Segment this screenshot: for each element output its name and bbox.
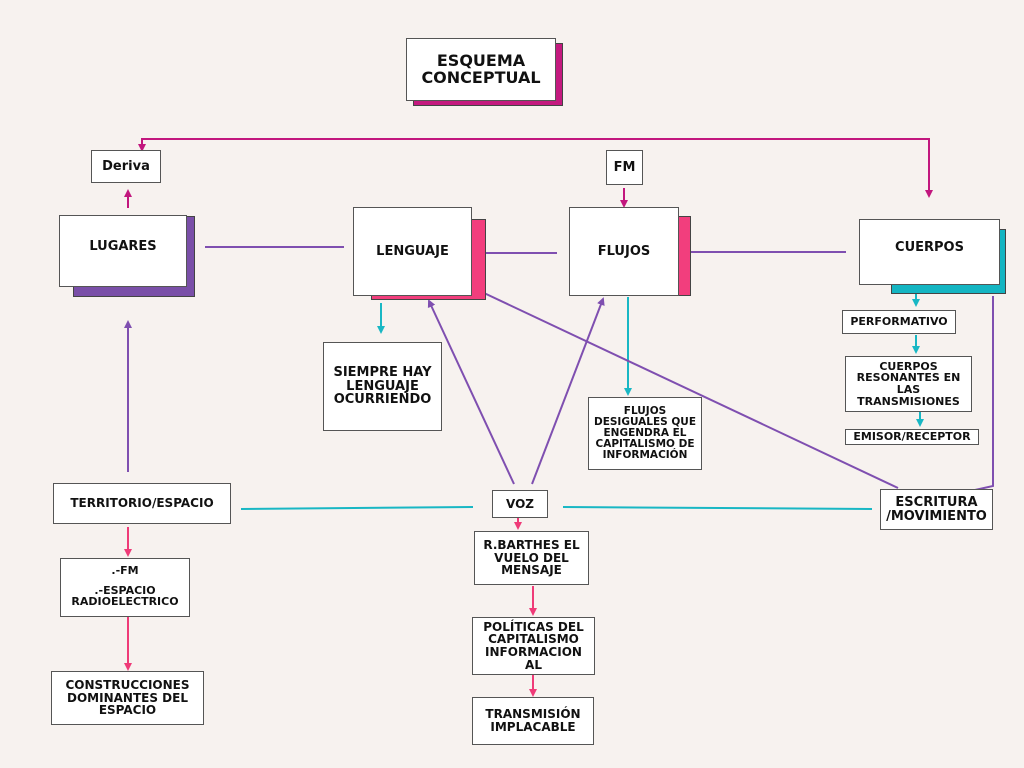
node-flujos-desiguales: FLUJOS DESIGUALES QUE ENGENDRA EL CAPITA… xyxy=(588,397,702,470)
node-flujos: FLUJOS xyxy=(569,207,679,296)
connector-voz-lenguaje xyxy=(427,299,515,485)
connector-voz-flujos xyxy=(531,297,605,485)
node-cuerpos-resonantes: CUERPOS RESONANTES EN LAS TRANSMISIONES xyxy=(845,356,972,412)
connector-lenguaje-escritura xyxy=(483,292,899,489)
connector-cuerpos-escritura xyxy=(974,296,994,491)
node-construcciones-dominantes: CONSTRUCCIONES DOMINANTES DEL ESPACIO xyxy=(51,671,204,725)
espacio-item-label: .-ESPACIO RADIOELECTRICO xyxy=(71,583,179,609)
node-politicas-capitalismo: POLÍTICAS DEL CAPITALISMO INFORMACION AL xyxy=(472,617,595,675)
node-deriva: Deriva xyxy=(91,150,161,183)
node-barthes: R.BARTHES EL VUELO DEL MENSAJE xyxy=(474,531,589,585)
node-lugares: LUGARES xyxy=(59,215,187,287)
node-territorio-espacio: TERRITORIO/ESPACIO xyxy=(53,483,231,524)
node-siempre-hay-lenguaje: SIEMPRE HAY LENGUAJE OCURRIENDO xyxy=(323,342,442,431)
connector-deriva-cuerpos xyxy=(138,138,930,195)
node-voz: VOZ xyxy=(492,490,548,518)
node-cuerpos: CUERPOS xyxy=(859,219,1000,285)
fm-item-label: .-FM xyxy=(111,564,139,577)
connector-territorio-voz xyxy=(240,506,474,510)
node-emisor-receptor: EMISOR/RECEPTOR xyxy=(845,429,979,445)
node-performativo: PERFORMATIVO xyxy=(842,310,956,334)
node-fm: FM xyxy=(606,150,643,185)
connector-voz-escritura xyxy=(562,506,873,510)
node-lenguaje: LENGUAJE xyxy=(353,207,472,296)
node-fm-espacio-radioelectrico: .-FM .-ESPACIO RADIOELECTRICO xyxy=(60,558,190,617)
node-escritura-movimiento: ESCRITURA /MOVIMIENTO xyxy=(880,489,993,530)
page-title: ESQUEMA CONCEPTUAL xyxy=(406,38,556,101)
node-transmision-implacable: TRANSMISIÓN IMPLACABLE xyxy=(472,697,594,745)
